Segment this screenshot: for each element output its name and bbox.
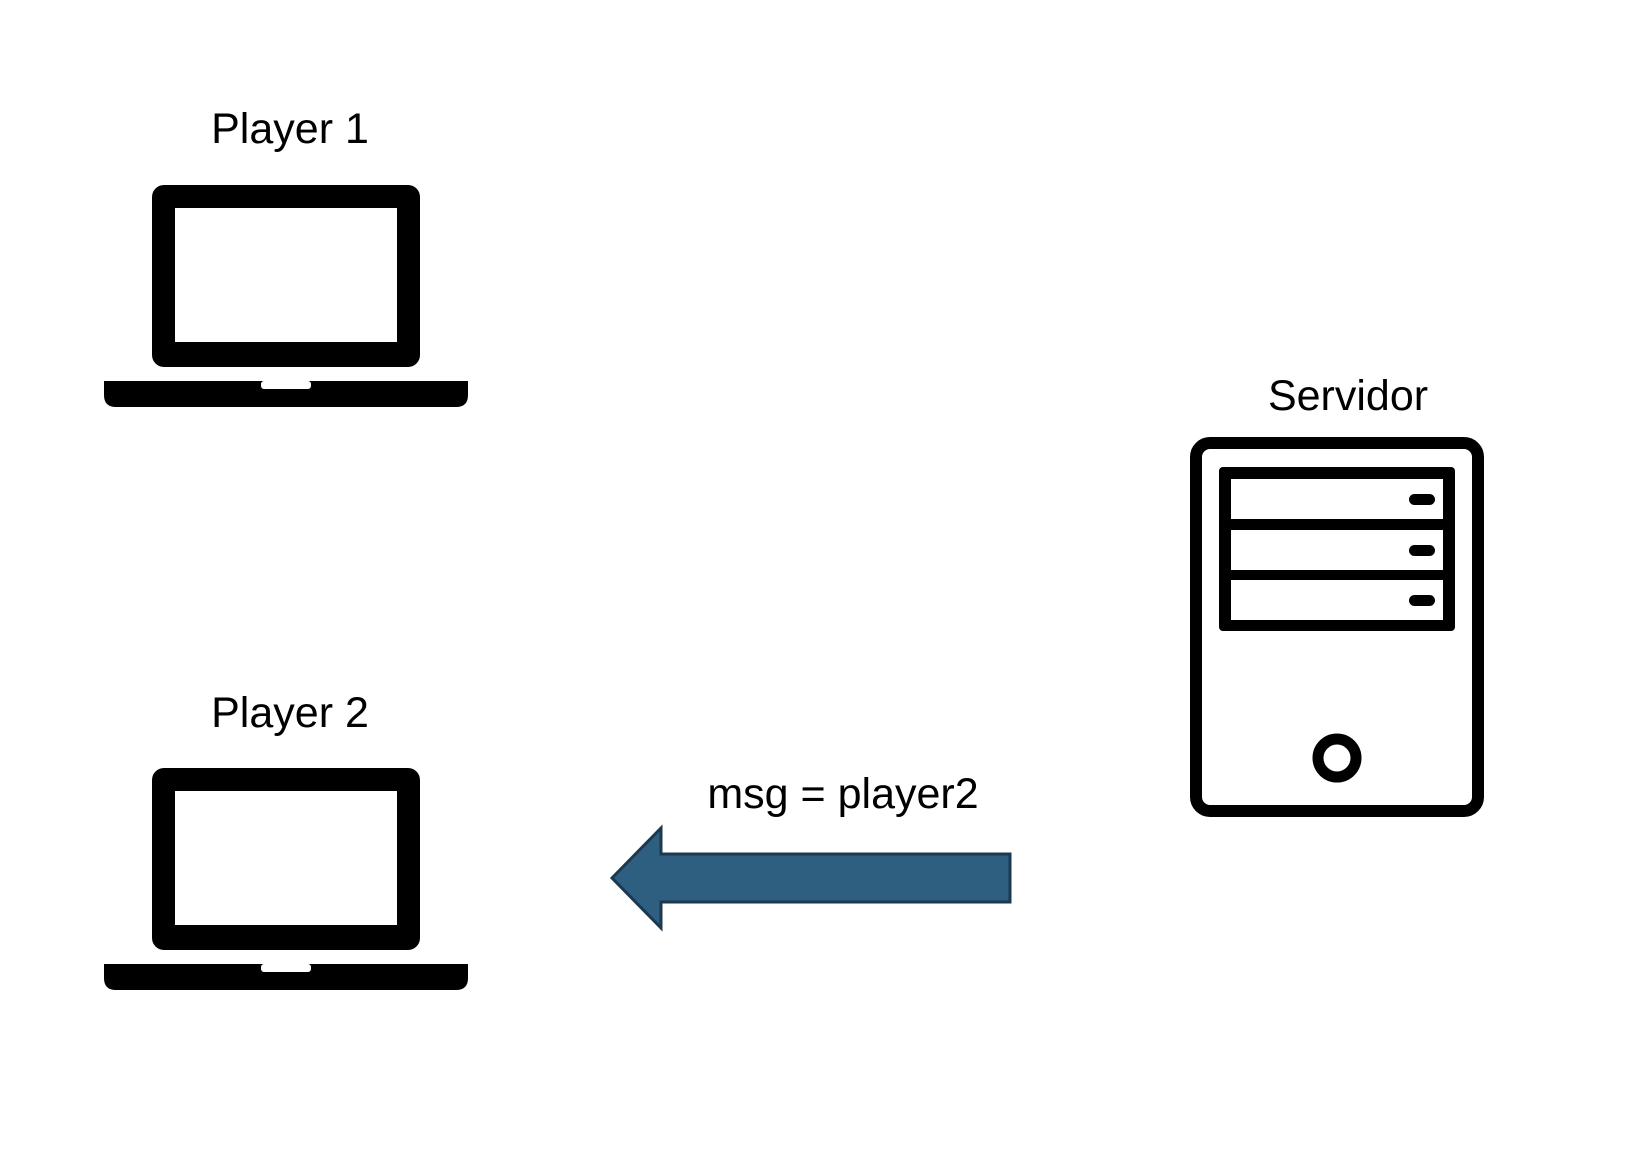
message-label: msg = player2 <box>707 770 979 818</box>
player2-label: Player 2 <box>211 689 369 737</box>
server-label: Servidor <box>1267 372 1429 420</box>
left-arrow-icon <box>609 824 1012 932</box>
player1-label: Player 1 <box>211 105 369 153</box>
laptop-icon <box>104 768 468 990</box>
server-icon <box>1190 437 1484 817</box>
laptop-icon <box>104 185 468 407</box>
